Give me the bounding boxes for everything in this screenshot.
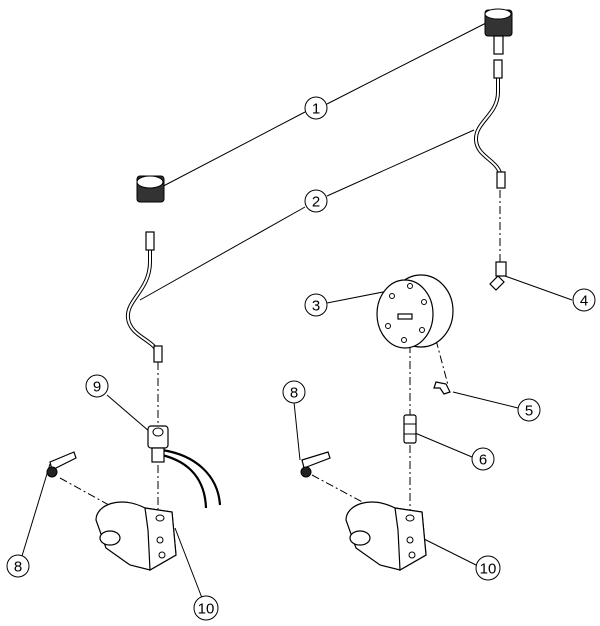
leader-1a — [149, 111, 306, 194]
mount-left-hole-1 — [156, 536, 164, 544]
callout-1: 1 — [304, 96, 328, 120]
leader-9 — [106, 394, 151, 433]
callout-1-label: 1 — [312, 101, 320, 118]
knurled-knob-right — [484, 8, 513, 55]
tube-right-top-fitting — [493, 59, 503, 79]
cylinder-body — [403, 414, 417, 444]
mount-block-right — [345, 501, 427, 572]
leader-8b — [293, 401, 301, 461]
wire-2 — [161, 453, 208, 509]
callout-4: 4 — [572, 288, 596, 312]
mount-left-boss — [99, 530, 121, 546]
leader-3 — [326, 290, 389, 304]
leader-10b — [419, 536, 477, 566]
screw-left-head — [46, 466, 58, 478]
gauge-hole-1 — [389, 293, 395, 299]
callout-2-label: 2 — [312, 194, 320, 211]
tube-left-top-fitting — [145, 231, 155, 251]
knob-left-top — [136, 175, 164, 189]
callout-3: 3 — [304, 293, 328, 317]
inline-cylinder — [403, 414, 417, 444]
screw-right — [300, 451, 331, 478]
callout-2: 2 — [304, 189, 328, 213]
callout-8-left-label: 8 — [14, 559, 22, 576]
screw-right-head — [300, 466, 312, 478]
sensor-top — [152, 427, 164, 437]
mount-right-hole-2 — [408, 551, 416, 559]
tee-body — [495, 261, 507, 277]
callout-3-label: 3 — [312, 298, 320, 315]
callout-4-label: 4 — [580, 293, 588, 310]
leader-4 — [504, 275, 573, 301]
tee-fitting — [489, 261, 507, 291]
wire-1 — [161, 448, 222, 506]
callout-5: 5 — [517, 398, 541, 422]
callout-6-label: 6 — [479, 452, 487, 469]
tube-left-bottom-fitting — [153, 345, 163, 363]
gauge-hole-6 — [385, 323, 391, 329]
callout-8-right-label: 8 — [290, 385, 298, 402]
callout-9-label: 9 — [93, 379, 101, 396]
callout-6: 6 — [471, 447, 495, 471]
tube-left-inner — [126, 235, 159, 357]
sensor-nut — [151, 447, 165, 463]
mount-left-hole-top — [155, 514, 165, 522]
callout-10-right: 10 — [475, 555, 501, 581]
leader-2a — [139, 206, 306, 301]
assembly-lines — [59, 190, 501, 515]
callout-10-left: 10 — [193, 595, 219, 621]
leader-lines — [21, 21, 573, 599]
leader-8a — [21, 463, 51, 557]
gauge-disc — [376, 274, 454, 349]
screw-left — [46, 451, 77, 478]
mount-right-boss — [349, 530, 371, 546]
leader-5 — [452, 391, 519, 409]
knurled-knob-left — [136, 175, 165, 203]
leader-10a — [174, 527, 203, 599]
leader-1b — [326, 21, 489, 105]
axis-elbow — [435, 339, 449, 386]
gauge-hole-2 — [407, 283, 413, 289]
gauge-hole-5 — [401, 337, 407, 343]
tube-right-bottom-fitting — [496, 171, 506, 189]
tube-right-inner — [474, 61, 502, 179]
gauge-center-screw — [397, 313, 413, 320]
callout-10-left-label: 10 — [198, 601, 215, 618]
elbow-body — [433, 381, 451, 395]
knob-right-top — [484, 8, 512, 20]
leader-2b — [326, 129, 475, 197]
mount-left-hole-2 — [158, 551, 166, 559]
small-elbow — [433, 381, 451, 395]
callout-8-right: 8 — [282, 380, 306, 404]
leader-6 — [414, 432, 473, 458]
bent-tube-right — [474, 59, 506, 189]
tee-branch — [489, 275, 505, 291]
mount-right-hole-1 — [406, 536, 414, 544]
callout-9: 9 — [85, 374, 109, 398]
knob-right-stem — [493, 35, 504, 55]
sensor-with-wires — [147, 425, 222, 509]
axis-right-screw — [311, 474, 369, 506]
bent-tube-left — [125, 231, 163, 363]
mount-block-left — [95, 501, 177, 572]
callout-10-right-label: 10 — [480, 561, 497, 578]
gauge-hole-4 — [419, 327, 425, 333]
callout-8-left: 8 — [6, 554, 30, 578]
callout-5-label: 5 — [525, 403, 533, 420]
screw-right-shank — [301, 451, 331, 469]
gauge-hole-3 — [421, 299, 427, 305]
mount-right-hole-top — [405, 514, 415, 522]
